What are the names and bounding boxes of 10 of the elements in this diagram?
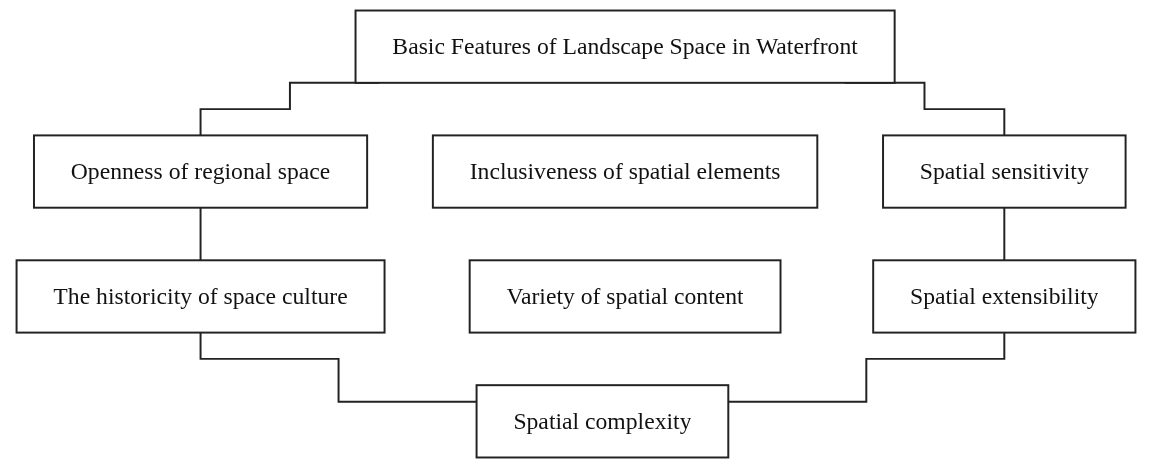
node-box: Spatial complexity [475,384,730,459]
node-box: Inclusiveness of spatial elements [431,134,819,209]
node-box: Spatial sensitivity [882,134,1127,209]
node-box: The historicity of space culture [15,259,386,334]
node-box: Openness of regional space [33,134,369,209]
node-box: Basic Features of Landscape Space in Waterfront [354,9,896,84]
connector [199,206,202,262]
connector [1003,206,1006,262]
node-box: Variety of spatial content [468,259,782,334]
node-box: Spatial extensibility [872,259,1137,334]
